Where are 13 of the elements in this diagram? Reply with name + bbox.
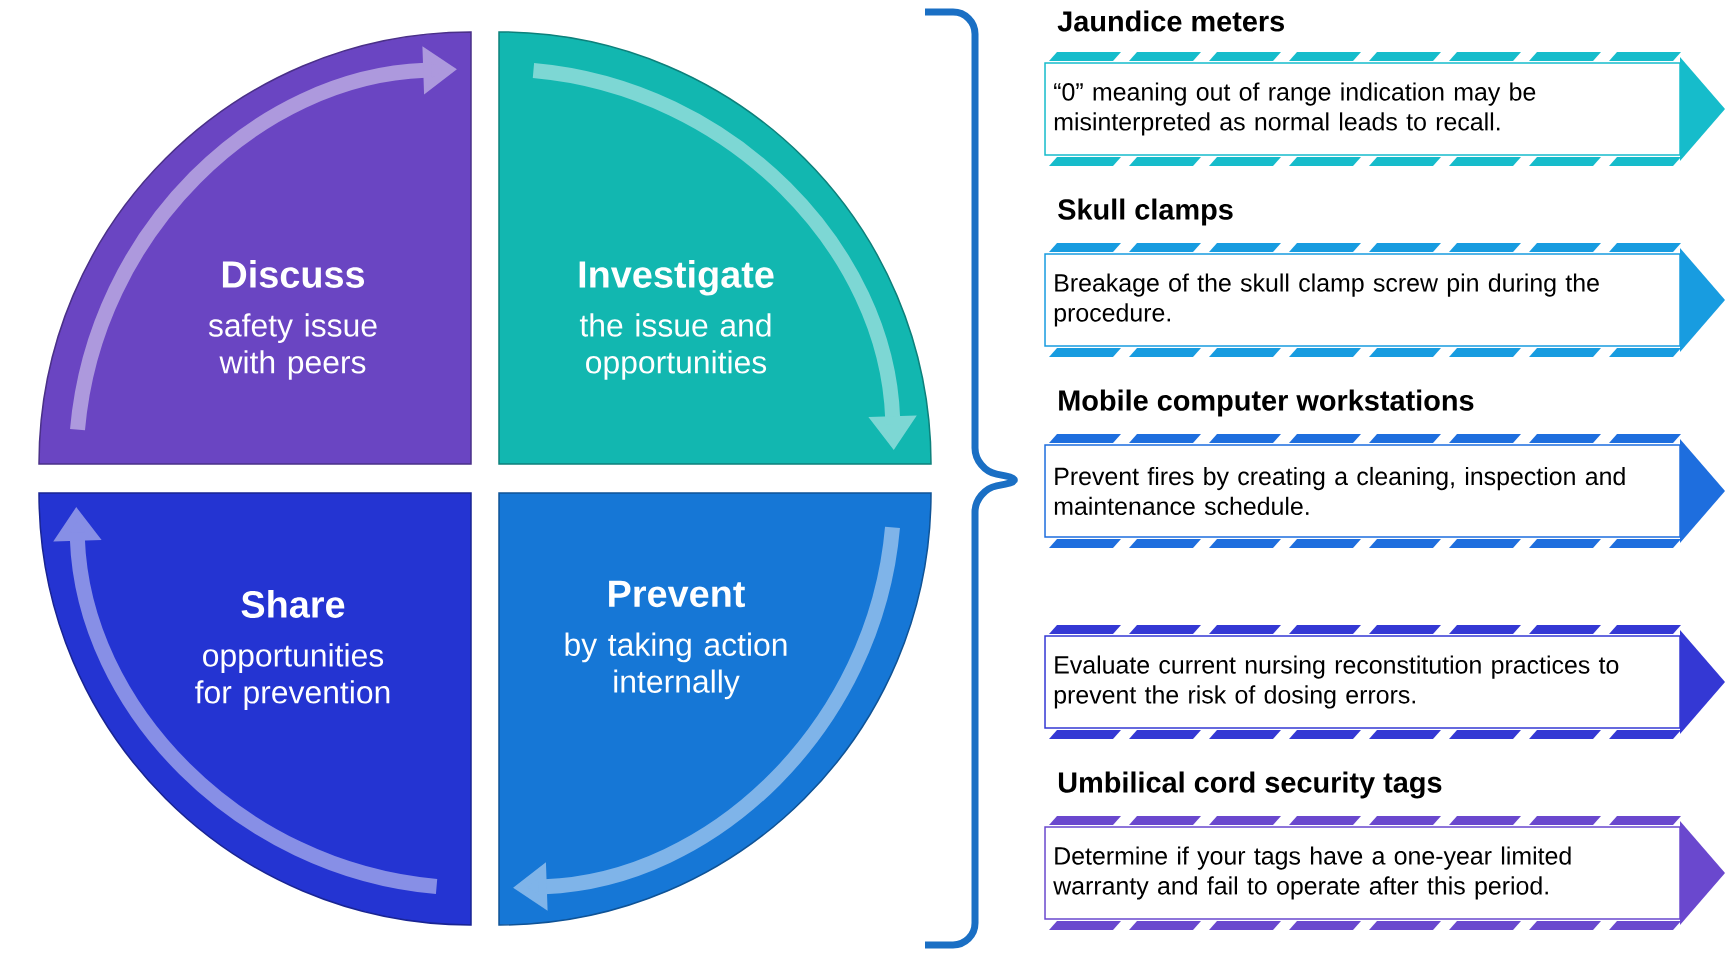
panel-heading: Umbilical cord security tags: [1058, 771, 1442, 799]
quadrant-sector: Share opportunities for prevention: [38, 492, 472, 926]
quadrant-sector: Prevent by taking action internally: [498, 492, 932, 926]
callout-panel: Breakage of the skull clamp screw pin during the procedure.: [1044, 243, 1725, 357]
quadrant-sector: Investigate the issue and opportunities: [498, 31, 932, 465]
quadrant-sector: Discuss safety issue with peers: [38, 31, 472, 465]
callout-panel: Evaluate current nursing reconstitution practices to prevent the risk of dosing errors.: [1044, 625, 1725, 739]
panel-heading: Mobile computer workstations: [1059, 389, 1474, 417]
callout-panel: Determine if your tags have a one-year limited warranty and fail to operate after this period.: [1044, 816, 1725, 930]
callout-panel: “0” meaning out of range indication may be misinterpreted as normal leads to recall.: [1044, 52, 1725, 166]
callout-panel: Prevent fires by creating a cleaning, inspection and maintenance schedule.: [1044, 434, 1725, 548]
panel-heading: Skull clamps: [1058, 198, 1233, 226]
panel-heading: Jaundice meters: [1057, 10, 1284, 32]
